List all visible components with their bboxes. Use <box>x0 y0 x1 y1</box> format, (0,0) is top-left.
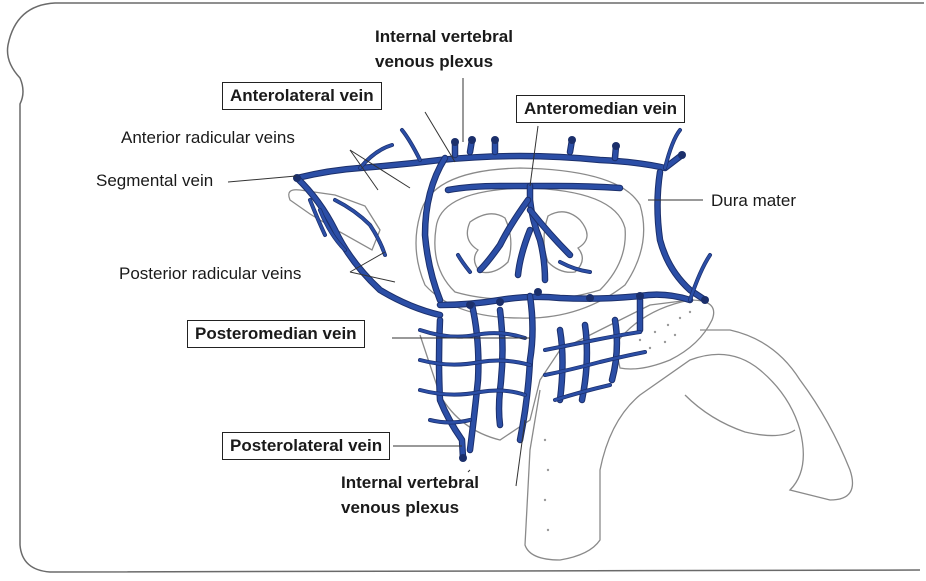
label-dura-mater: Dura mater <box>711 191 797 210</box>
vein-cut-end <box>568 136 576 144</box>
vein-segment <box>418 328 527 340</box>
vein-segment <box>663 128 682 170</box>
label-posteromedian-vein: Posteromedian vein <box>187 320 365 348</box>
vein-segment <box>333 198 387 257</box>
vein-segment <box>557 327 565 403</box>
vein-segment <box>467 302 481 453</box>
leader-lines <box>227 78 703 487</box>
vein-cut-end <box>612 142 620 150</box>
vein-cut-end <box>534 288 542 296</box>
vein-segment <box>308 198 327 237</box>
vein-segment <box>543 330 642 352</box>
vein-segment <box>418 388 527 397</box>
vein-segment <box>515 227 533 278</box>
vein-cut-end <box>459 454 467 462</box>
frame-outline <box>6 2 924 573</box>
label-internal-vertebral-venous-plexus-top: Internal vertebral venous plexus <box>375 27 513 71</box>
vein-segment <box>517 293 535 443</box>
bone-stipple <box>543 310 692 532</box>
vein-cut-end <box>496 298 504 306</box>
vein-cut-end <box>491 136 499 144</box>
label-internal-vertebral-venous-plexus-bottom: Internal vertebral venous plexus <box>341 473 479 517</box>
label-posterolateral-vein: Posterolateral vein <box>222 432 391 460</box>
label-anterolateral-vein: Anterolateral vein <box>222 82 382 110</box>
vein-cut-end <box>678 151 686 159</box>
vein-segment <box>688 253 712 302</box>
vein-cut-end <box>701 296 709 304</box>
vein-segment <box>558 260 592 274</box>
vein-segment <box>579 322 590 403</box>
label-anterior-radicular-veins: Anterior radicular veins <box>121 128 295 147</box>
vein-segment <box>437 292 693 308</box>
vein-segment <box>428 418 472 424</box>
vein-segment <box>436 317 466 461</box>
vein-segment <box>527 207 573 258</box>
vein-cut-end <box>451 138 459 146</box>
vein-cut-end <box>293 174 301 182</box>
vein-segment <box>400 128 422 162</box>
vein-cut-end <box>468 136 476 144</box>
vein-segment <box>543 350 647 377</box>
vein-segment <box>318 208 347 252</box>
vein-segment <box>294 175 443 318</box>
vein-segment <box>358 143 394 170</box>
vein-network <box>293 128 712 462</box>
vein-segment <box>553 383 612 402</box>
vein-segment <box>418 358 532 367</box>
vein-segment <box>293 174 444 319</box>
vein-segment <box>609 317 620 383</box>
vein-segment <box>477 197 531 273</box>
label-anteromedian-vein: Anteromedian vein <box>516 95 686 123</box>
vein-cut-end <box>636 292 644 300</box>
vein-cut-end <box>586 294 594 302</box>
vein-segment <box>422 155 448 303</box>
label-posterior-radicular-veins: Posterior radicular veins <box>119 264 302 283</box>
vein-segment <box>655 169 708 303</box>
label-segmental-vein: Segmental vein <box>96 171 214 190</box>
vein-cut-end <box>466 301 474 309</box>
vein-segment <box>456 253 472 274</box>
